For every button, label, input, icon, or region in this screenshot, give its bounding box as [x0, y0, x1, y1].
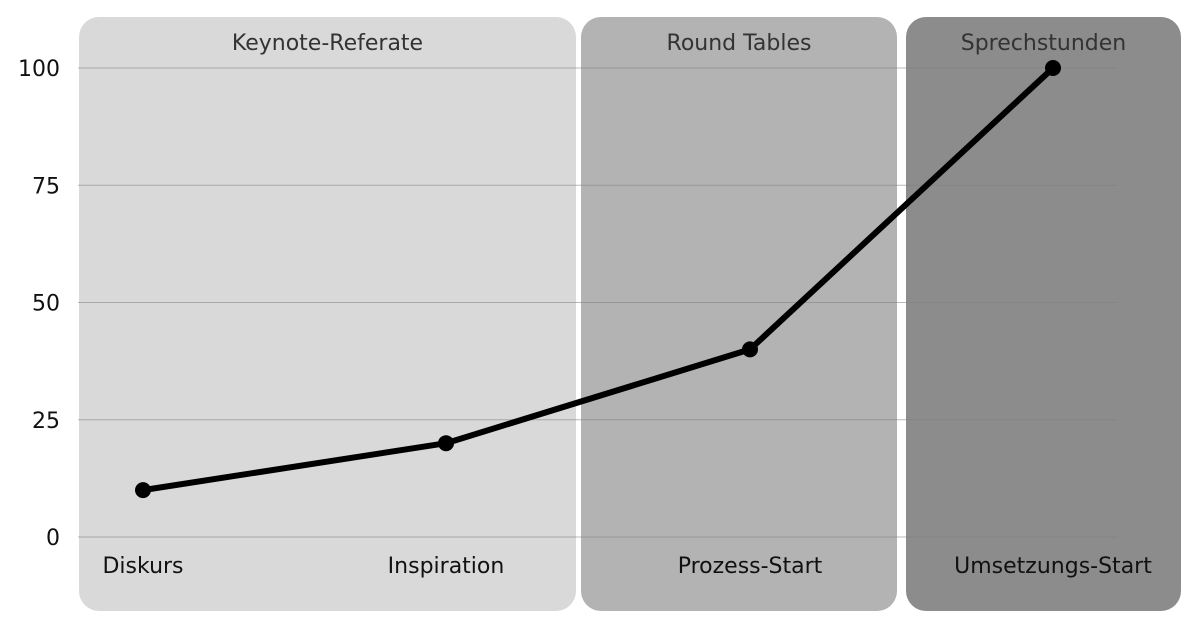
series [135, 60, 1061, 499]
band-1 [79, 17, 576, 611]
data-point [742, 341, 758, 358]
x-category-label: Diskurs [102, 554, 183, 579]
x-axis: Diskurs Inspiration Prozess-Start Umsetzung… [102, 554, 1152, 579]
y-tick-label: 50 [32, 292, 60, 317]
band-3 [906, 17, 1181, 611]
band-label: Round Tables [667, 31, 812, 56]
band-2 [581, 17, 897, 611]
y-tick-label: 100 [18, 57, 60, 82]
data-point [438, 435, 454, 452]
data-point [135, 482, 151, 499]
y-tick-label: 25 [32, 409, 60, 434]
series-line [140, 65, 1056, 494]
grid-lines [78, 67, 1118, 538]
y-tick-label: 0 [46, 526, 60, 551]
data-point [1045, 60, 1061, 76]
y-axis: 0 25 50 75 100 [18, 57, 60, 551]
x-category-label: Inspiration [388, 554, 505, 579]
y-tick-label: 75 [32, 174, 60, 199]
band-label: Keynote-Referate [232, 31, 423, 56]
band-label: Sprechstunden [961, 31, 1126, 56]
phase-bands: Keynote-Referate Round Tables Sprechstunde… [79, 17, 1181, 611]
x-category-label: Umsetzungs-Start [954, 554, 1152, 579]
x-category-label: Prozess-Start [678, 554, 823, 579]
